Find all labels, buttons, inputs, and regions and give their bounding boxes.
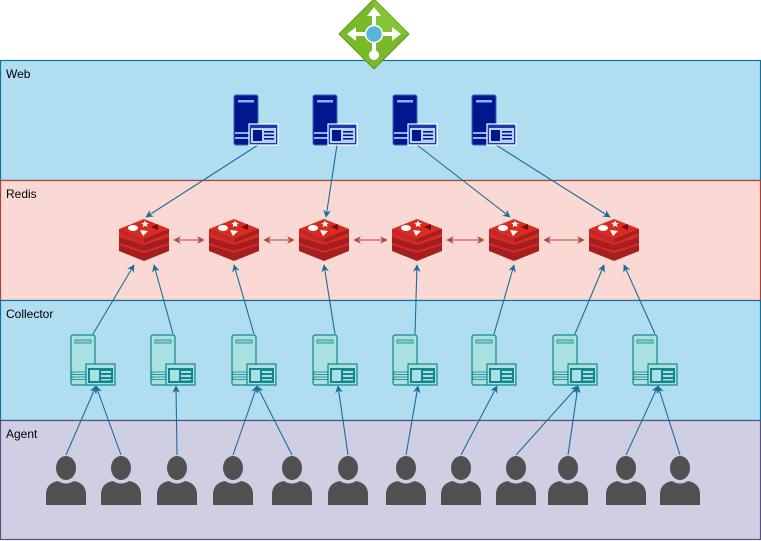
edge-collector-to-redis [574,264,605,335]
edge-collector-to-redis [623,264,656,335]
edge-collector-to-redis [321,264,336,335]
lane-web: Web [0,59,761,182]
edge-agent-to-collector [232,385,259,456]
edge-agent-to-collector [172,385,180,456]
edge-agent-to-collector [515,385,579,456]
edge-agent-to-collector [256,385,293,456]
edge-agent-to-collector [656,385,681,456]
edge-agent-to-collector [94,385,122,456]
edge-agent-to-collector [625,385,659,456]
connections [65,144,681,456]
edge-web-to-redis [495,144,611,218]
lane-web-background [0,59,761,182]
edge-agent-to-collector [460,385,498,456]
edge-collector-to-redis [152,264,174,335]
edge-collector-to-redis [412,264,421,335]
edge-web-to-redis [145,144,259,218]
edge-collector-to-redis [493,264,516,335]
edge-web-to-redis [416,144,511,218]
edge-web-to-redis [323,144,338,218]
edge-agent-to-collector [335,385,349,456]
lane-redis-label: Redis [6,187,37,201]
edge-agent-to-collector [65,385,97,456]
edge-collector-to-redis [92,264,135,335]
edge-collector-to-redis [232,264,255,335]
edge-agent-to-collector [567,385,581,456]
edge-agent-to-collector [405,385,421,456]
lane-web-label: Web [6,67,31,81]
lane-agent-background [0,419,761,541]
lane-collector-label: Collector [6,307,53,321]
lane-agent: Agent [0,419,761,541]
lane-agent-label: Agent [6,427,38,441]
load-balancer-icon[interactable] [338,0,410,70]
